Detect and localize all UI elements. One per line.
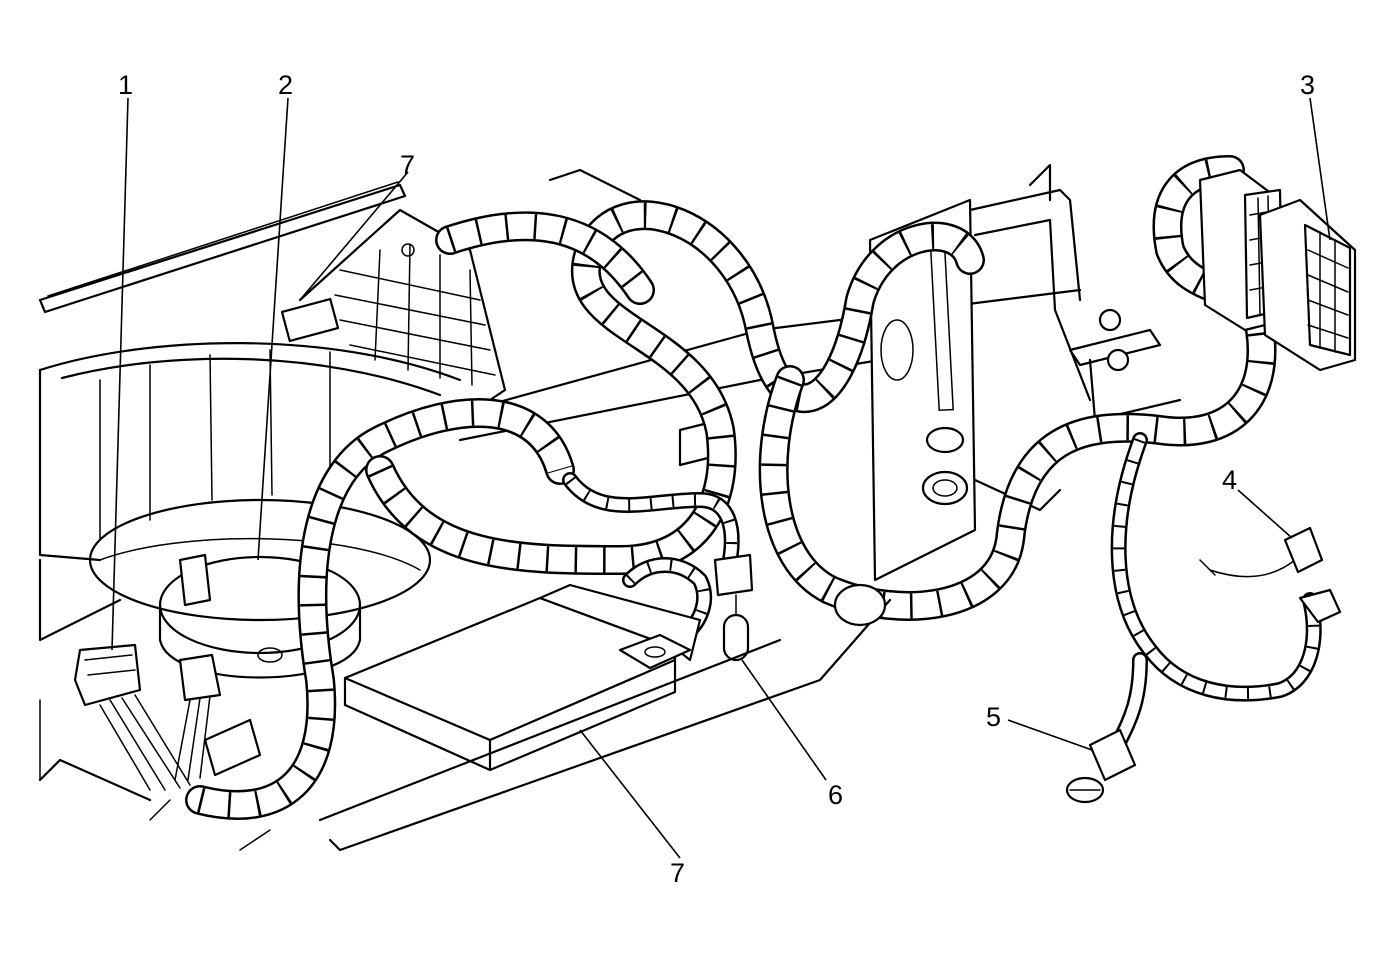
dashboard-structure: [38, 181, 462, 851]
control-module: [343, 583, 702, 772]
sensor-5: [1065, 728, 1137, 804]
leader-lines: [111, 97, 1331, 859]
callout-2: 2: [278, 70, 294, 100]
callout-7-bottom: 7: [670, 858, 686, 888]
callout-4: 4: [1222, 465, 1238, 495]
callout-5: 5: [986, 702, 1002, 732]
connector-4: [1283, 526, 1342, 624]
mounting-bracket: [868, 163, 1092, 582]
blower-connector: [73, 643, 191, 791]
lower-dash-panel: [318, 583, 892, 852]
grille-panel: [280, 208, 507, 402]
callout-6: 6: [828, 780, 844, 810]
callout-7-top: 7: [400, 150, 416, 180]
sensor-6: [713, 553, 754, 662]
resistor-connector: [174, 653, 262, 781]
callout-1: 1: [118, 70, 134, 100]
right-bracket: [1068, 308, 1182, 422]
callout-3: 3: [1300, 70, 1316, 100]
main-wiring-harness: [185, 155, 1277, 820]
bulkhead-connectors: [1198, 168, 1357, 372]
branch-cables: [562, 432, 1322, 748]
